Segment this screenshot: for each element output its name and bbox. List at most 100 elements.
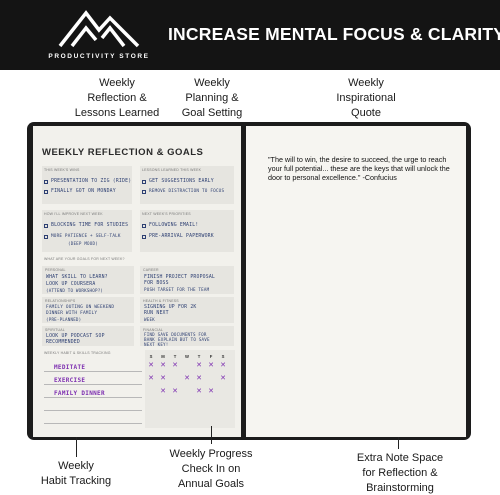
habit-check-mark: ✕ bbox=[160, 388, 166, 395]
spiritual-label: SPIRITUAL bbox=[45, 328, 65, 332]
habit-check-mark: ✕ bbox=[220, 375, 226, 382]
improve-entry: MORE PATIENCE + SELF-TALK bbox=[51, 234, 121, 239]
habit-check-mark: ✕ bbox=[196, 375, 202, 382]
habit-check-mark: ✕ bbox=[148, 362, 154, 369]
goals-label: WHAT ARE YOUR GOALS FOR NEXT WEEK? bbox=[44, 257, 125, 261]
callout-progress: Weekly Progress Check In on Annual Goals bbox=[169, 448, 253, 490]
career-entry: FINISH PROJECT PROPOSAL bbox=[144, 275, 216, 280]
headline: INCREASE MENTAL FOCUS & CLARITY bbox=[168, 24, 500, 44]
financial-entry: EXPLAIN BUT TO SAVE bbox=[158, 337, 210, 342]
financial-label: FINANCIAL bbox=[143, 328, 164, 332]
habit-check-mark: ✕ bbox=[172, 388, 178, 395]
relationships-entry: FAMILY OUTING ON WEEKEND bbox=[46, 305, 115, 310]
wins-entry: FINALLY GOT ON MONDAY bbox=[51, 189, 116, 194]
personal-box bbox=[42, 266, 134, 294]
habit-day-header: S bbox=[149, 354, 153, 359]
habit-check-mark: ✕ bbox=[220, 362, 226, 369]
improve-entry: (DEEP MOOD) bbox=[68, 241, 98, 246]
habit-day-header: W bbox=[185, 354, 189, 359]
callout-habit: Weekly Habit Tracking bbox=[40, 460, 112, 487]
callout-planning: Weekly Planning & Goal Setting bbox=[181, 77, 243, 119]
health-entry: WEEK bbox=[144, 317, 155, 322]
health-label: HEALTH & FITNESS bbox=[143, 299, 179, 303]
spiritual-entry: LOOK UP PODCAST SOP bbox=[46, 334, 105, 339]
lessons-label: LESSONS LEARNED THIS WEEK bbox=[142, 168, 202, 172]
brand-name: PRODUCTIVITY STORE bbox=[48, 53, 150, 60]
wins-label: THIS WEEK'S WINS bbox=[44, 168, 80, 172]
habit-item: EXERCISE bbox=[54, 377, 86, 384]
habit-line bbox=[44, 423, 142, 424]
habit-day-header: T bbox=[173, 354, 177, 359]
priorities-box bbox=[140, 210, 234, 252]
checkbox bbox=[44, 190, 48, 194]
quote-author: -Confucius bbox=[362, 173, 397, 182]
header-bar: PRODUCTIVITY STORE INCREASE MENTAL FOCUS… bbox=[0, 0, 500, 70]
callout-reflection: Weekly Reflection & Lessons Learned bbox=[74, 77, 160, 119]
checkbox bbox=[44, 224, 48, 228]
improve-entry: BLOCKING TIME FOR STUDIES bbox=[51, 223, 129, 228]
personal-label: PERSONAL bbox=[45, 268, 66, 272]
callout-quote: Weekly Inspirational Quote bbox=[336, 77, 396, 119]
relationships-entry: DINNER WITH FAMILY bbox=[46, 311, 98, 316]
financial-entry: NEXT KEY! bbox=[144, 342, 169, 347]
habit-line bbox=[44, 371, 142, 372]
quote-text: "The will to win, the desire to succeed,… bbox=[268, 155, 450, 182]
weekly-quote: "The will to win, the desire to succeed,… bbox=[268, 155, 450, 182]
habit-day-header: F bbox=[209, 354, 213, 359]
checkbox bbox=[142, 224, 146, 228]
lessons-box bbox=[140, 166, 234, 204]
spiritual-entry: RECOMMENDED bbox=[46, 340, 80, 345]
health-entry: SIGNING UP FOR 2K bbox=[144, 305, 197, 310]
mountains-icon bbox=[58, 10, 140, 48]
habit-check-mark: ✕ bbox=[208, 388, 214, 395]
priorities-entry: PRE-ARRIVAL PAPERWORK bbox=[149, 234, 214, 239]
health-entry: RUN NEXT bbox=[144, 311, 169, 316]
habit-check-mark: ✕ bbox=[196, 388, 202, 395]
habit-line bbox=[44, 410, 142, 411]
lessons-entry: REMOVE DISTRACTION TO FOCUS bbox=[149, 189, 225, 194]
career-entry: PUSH TARGET FOR THE TEAM bbox=[144, 287, 210, 292]
personal-entry: LOOK UP COURSERA bbox=[46, 282, 96, 287]
checkbox bbox=[142, 235, 146, 239]
habit-item: FAMILY DINNER bbox=[54, 390, 105, 397]
career-label: CAREER bbox=[143, 268, 159, 272]
callout-line bbox=[398, 437, 399, 449]
callout-line bbox=[76, 437, 77, 457]
habit-label: WEEKLY HABIT & SKILLS TRACKING bbox=[44, 351, 111, 355]
checkbox bbox=[142, 190, 146, 194]
personal-entry: (ATTEND TO WORKSHOP?) bbox=[46, 288, 104, 293]
brand-logo: PRODUCTIVITY STORE bbox=[44, 8, 154, 64]
habit-day-header: T bbox=[197, 354, 201, 359]
spiritual-box bbox=[42, 326, 134, 346]
callout-notes: Extra Note Space for Reflection & Brains… bbox=[356, 452, 444, 494]
relationships-box bbox=[42, 297, 134, 323]
health-box bbox=[140, 297, 234, 323]
wins-box bbox=[42, 166, 132, 204]
habit-check-mark: ✕ bbox=[184, 375, 190, 382]
career-entry: FOR BOSS bbox=[144, 281, 169, 286]
habit-line bbox=[44, 384, 142, 385]
habit-check-mark: ✕ bbox=[208, 362, 214, 369]
financial-entry: FIND SAVE DOCUMENTS FOR bbox=[144, 332, 207, 337]
checkbox bbox=[44, 180, 48, 184]
relationships-entry: (PRE-PLANNED) bbox=[46, 317, 82, 322]
habit-check-mark: ✕ bbox=[160, 362, 166, 369]
habit-grid bbox=[145, 350, 235, 428]
financial-box bbox=[140, 326, 234, 346]
wins-entry: PRESENTATION TO ZIG (RIDE) bbox=[51, 179, 132, 184]
checkbox bbox=[44, 235, 48, 239]
career-box bbox=[140, 266, 234, 294]
right-page bbox=[246, 126, 466, 437]
habit-check-mark: ✕ bbox=[148, 375, 154, 382]
checkbox bbox=[142, 180, 146, 184]
callout-line bbox=[211, 426, 212, 444]
improve-label: HOW I'LL IMPROVE NEXT WEEK bbox=[44, 212, 103, 216]
habit-check-mark: ✕ bbox=[172, 362, 178, 369]
priorities-label: NEXT WEEK'S PRIORITIES bbox=[142, 212, 191, 216]
habit-check-mark: ✕ bbox=[160, 375, 166, 382]
habit-check-mark: ✕ bbox=[196, 362, 202, 369]
habit-day-header: M bbox=[161, 354, 165, 359]
personal-entry: WHAT SKILL TO LEARN? bbox=[46, 275, 108, 280]
relationships-label: RELATIONSHIPS bbox=[45, 299, 76, 303]
habit-item: MEDITATE bbox=[54, 364, 86, 371]
